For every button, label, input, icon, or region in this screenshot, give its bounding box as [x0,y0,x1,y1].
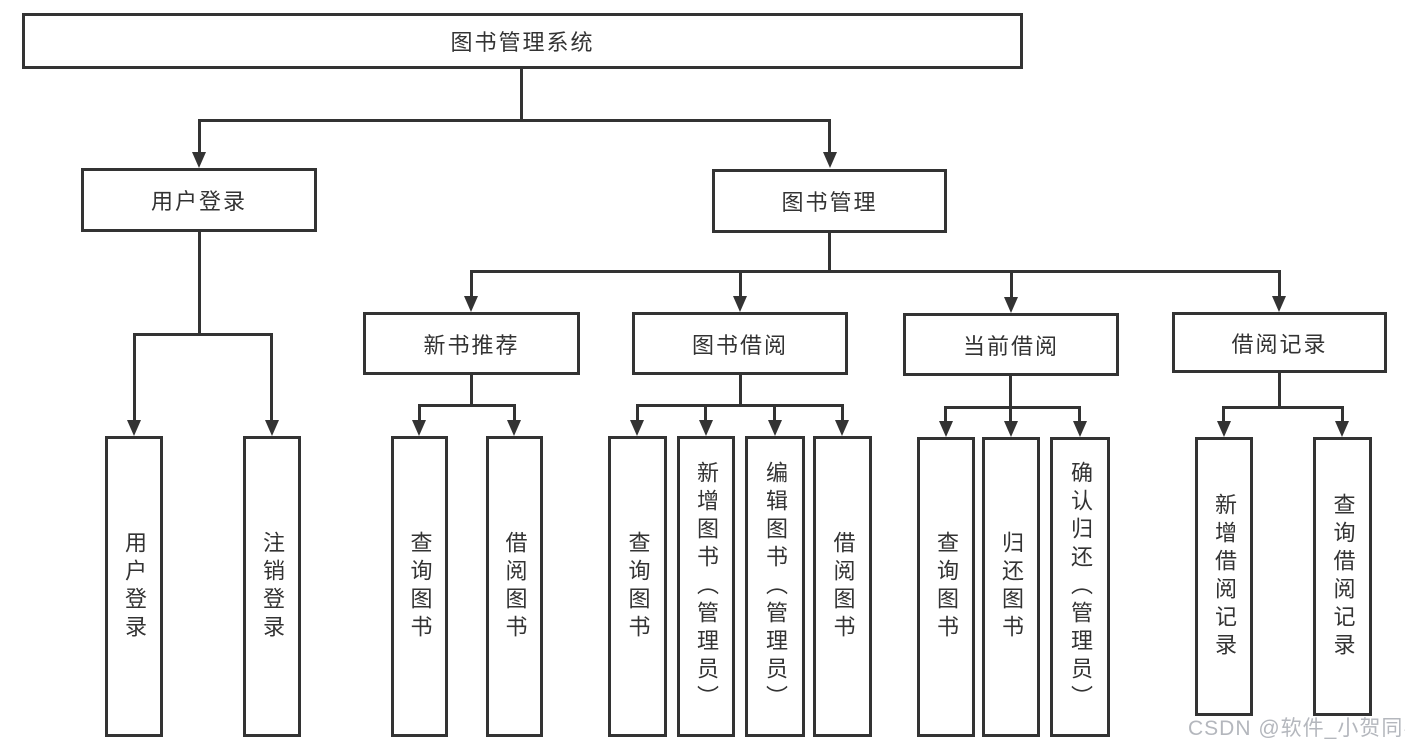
arrow-down-icon [412,420,426,436]
arrow-down-icon [823,152,837,168]
connector-shaft [198,119,201,154]
node-user-login: 用户登录 [81,168,317,232]
connector-shaft [1009,406,1012,423]
leaf-logout: 注销登录 [243,436,301,737]
leaf-confirm-return-admin: 确认归还（管理员） [1050,437,1110,737]
node-current-borrowing: 当前借阅 [903,313,1119,376]
connector-bar-user-login [133,333,272,336]
connector-bar-level3 [470,270,1281,273]
arrow-down-icon [265,420,279,436]
connector-shaft [470,270,473,298]
leaf-label: 用户登录 [122,530,147,643]
arrow-down-icon [939,421,953,437]
connector-shaft [270,333,273,422]
leaf-edit-books-admin: 编辑图书（管理员） [745,436,805,737]
leaf-label: 查询图书 [407,530,433,643]
leaf-return-books: 归还图书 [982,437,1040,737]
node-label: 当前借阅 [962,333,1059,359]
connector-bar-borrow-records [1222,406,1343,409]
arrow-down-icon [1004,421,1018,437]
leaf-label: 编辑图书（管理员） [763,460,788,713]
connector-stem-user-login [198,232,201,336]
leaf-label: 借阅图书 [502,530,528,643]
node-book-borrowing: 图书借阅 [632,312,848,375]
connector-bar-current-borrow [944,406,1081,409]
connector-shaft [739,270,742,298]
connector-shaft [1278,270,1281,298]
connector-stem-book-mgmt [828,233,831,273]
connector-shaft [944,406,947,423]
connector-shaft [1341,406,1344,423]
connector-stem-current-borrow [1009,376,1012,409]
connector-shaft [1078,406,1081,423]
arrow-down-icon [699,420,713,436]
leaf-label: 查询借阅记录 [1330,492,1356,661]
arrow-down-icon [630,420,644,436]
leaf-add-books-admin: 新增图书（管理员） [677,436,735,737]
node-book-management: 图书管理 [712,169,947,233]
node-root-library-system: 图书管理系统 [22,13,1023,69]
connector-shaft [513,404,516,422]
leaf-query-books-3: 查询图书 [917,437,975,737]
connector-shaft [636,404,639,422]
connector-stem-new-book [470,375,473,407]
connector-bar-new-book [418,404,515,407]
connector-stem-root [520,69,523,121]
leaf-query-books-1: 查询图书 [391,436,448,737]
connector-shaft [1222,406,1225,423]
connector-bar-level2 [198,119,831,122]
connector-shaft [773,404,776,422]
connector-shaft [418,404,421,422]
arrow-down-icon [1217,421,1231,437]
arrow-down-icon [464,296,478,312]
connector-shaft [704,404,707,422]
leaf-label: 注销登录 [260,530,285,643]
arrow-down-icon [733,296,747,312]
node-new-book-recommend: 新书推荐 [363,312,580,375]
node-label: 用户登录 [150,189,247,214]
node-label: 新书推荐 [423,332,520,358]
arrow-down-icon [1004,297,1018,313]
connector-shaft [841,404,844,422]
leaf-borrow-books-2: 借阅图书 [813,436,872,737]
connector-shaft [133,333,136,422]
leaf-label: 查询图书 [625,530,651,643]
arrow-down-icon [835,420,849,436]
arrow-down-icon [1272,296,1286,312]
node-label: 图书管理系统 [450,30,595,55]
leaf-user-login: 用户登录 [105,436,163,737]
connector-bar-book-borrow [636,404,843,407]
arrow-down-icon [507,420,521,436]
leaf-borrow-books-1: 借阅图书 [486,436,543,737]
leaf-label: 查询图书 [934,531,959,643]
arrow-down-icon [192,152,206,168]
leaf-label: 确认归还（管理员） [1068,461,1093,713]
arrow-down-icon [1073,421,1087,437]
leaf-query-borrow-record: 查询借阅记录 [1313,437,1372,716]
leaf-add-borrow-record: 新增借阅记录 [1195,437,1253,716]
connector-shaft [1010,270,1013,299]
arrow-down-icon [768,420,782,436]
leaf-label: 新增借阅记录 [1212,492,1237,661]
connector-stem-borrow-records [1278,373,1281,409]
leaf-label: 归还图书 [999,531,1024,643]
leaf-query-books-2: 查询图书 [608,436,667,737]
arrow-down-icon [1335,421,1349,437]
leaf-label: 借阅图书 [830,530,856,643]
node-label: 借阅记录 [1231,331,1328,357]
connector-shaft [828,119,831,154]
arrow-down-icon [127,420,141,436]
leaf-label: 新增图书（管理员） [694,460,719,713]
connector-stem-book-borrow [739,375,742,407]
csdn-watermark: CSDN @软件_小贺同学 [1188,717,1405,740]
node-label: 图书管理 [781,190,878,215]
node-label: 图书借阅 [691,332,788,358]
node-borrowing-records: 借阅记录 [1172,312,1387,373]
